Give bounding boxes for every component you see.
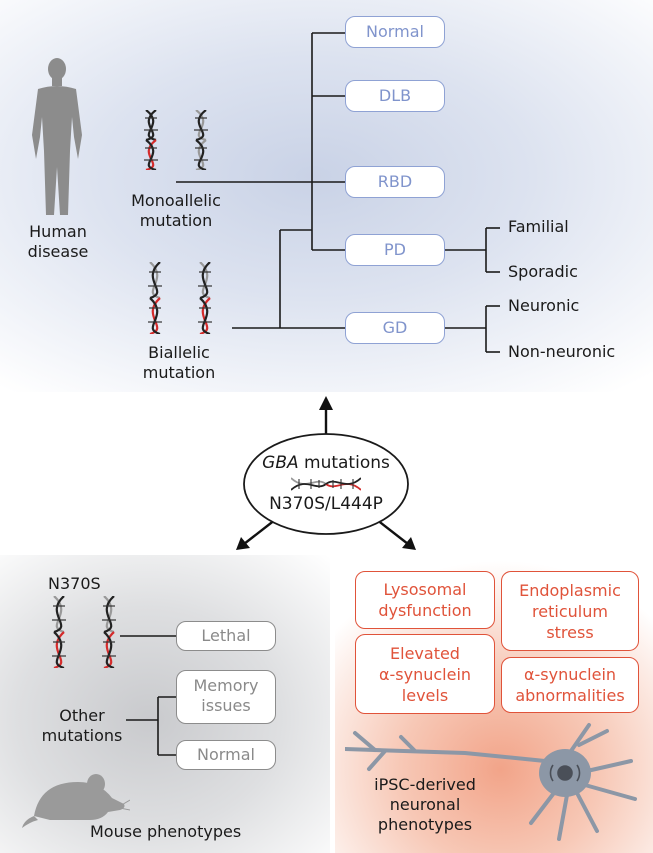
human-silhouette-icon bbox=[32, 58, 82, 215]
neuron-icon bbox=[345, 723, 637, 841]
dna-helix-icon bbox=[144, 110, 208, 170]
pill-pd: PD bbox=[345, 234, 445, 266]
pill-rbd: RBD bbox=[345, 166, 445, 198]
neuronic-label: Neuronic bbox=[508, 296, 580, 315]
gba-title: GBA mutations bbox=[262, 453, 390, 473]
pill-dlb: DLB bbox=[345, 80, 445, 112]
human-disease-panel bbox=[0, 0, 653, 392]
mouse-icon bbox=[22, 774, 130, 828]
dna-helix-icon bbox=[52, 596, 116, 668]
non-neuronic-label: Non-neuronic bbox=[508, 342, 616, 361]
pill-normal: Normal bbox=[345, 16, 445, 48]
mouse-phenotypes-title: Mouse phenotypes bbox=[90, 822, 242, 841]
pill-gd: GD bbox=[345, 312, 445, 344]
pill-mouse-normal: Normal bbox=[176, 740, 276, 770]
gba-variants: N370S/L444P bbox=[269, 494, 383, 514]
n370s-label: N370S bbox=[48, 574, 101, 593]
familial-label: Familial bbox=[508, 217, 569, 236]
pill-lethal: Lethal bbox=[176, 621, 276, 651]
sporadic-label: Sporadic bbox=[508, 262, 578, 281]
dna-helix-icon bbox=[148, 262, 212, 334]
dna-helix-icon bbox=[291, 477, 361, 491]
